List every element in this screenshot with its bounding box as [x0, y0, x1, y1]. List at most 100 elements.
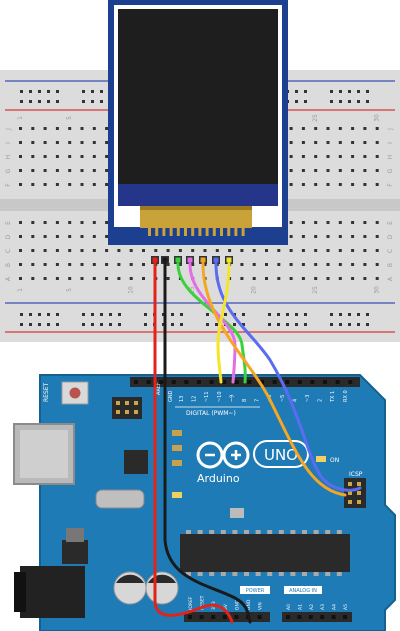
analog-label-bg	[284, 586, 322, 594]
wire-green	[176, 262, 247, 384]
smd-resistor	[172, 460, 182, 466]
arduino-logo: Arduino UNO	[196, 440, 309, 485]
terminal-hole	[289, 155, 293, 158]
terminal-hole	[301, 277, 305, 280]
terminal-hole	[80, 155, 84, 158]
terminal-hole	[31, 263, 35, 266]
column-number: 30	[374, 286, 381, 294]
icsp-pin	[125, 401, 129, 405]
tft-display	[108, 0, 288, 264]
row-letter: E	[387, 221, 394, 225]
chip-pin	[290, 530, 296, 534]
terminal-hole	[265, 249, 268, 252]
terminal-hole	[375, 127, 379, 130]
terminal-hole	[326, 169, 330, 172]
rail-hole	[206, 323, 209, 326]
chip-pin	[302, 572, 307, 576]
chip-pin	[209, 530, 215, 534]
rail-hole	[56, 90, 59, 93]
crystal	[95, 489, 145, 509]
rail-hole	[38, 100, 41, 103]
column-number: 25	[312, 114, 319, 122]
terminal-hole	[338, 221, 342, 224]
terminal-hole	[68, 183, 72, 186]
smd-resistor	[172, 445, 182, 451]
column-number: 25	[312, 286, 319, 294]
digital-pin-label: TX 1	[330, 391, 336, 403]
terminal-hole	[191, 263, 195, 266]
rail-hole	[20, 90, 23, 93]
terminal-hole	[326, 249, 330, 252]
terminal-hole	[301, 263, 305, 266]
rail-hole	[118, 313, 121, 316]
terminal-hole	[289, 221, 293, 224]
terminal-hole	[326, 277, 330, 280]
icsp-header-usb	[112, 397, 142, 419]
rail-hole	[268, 323, 271, 326]
terminal-hole	[203, 263, 207, 266]
icsp-pin	[357, 482, 361, 486]
chip-pin	[232, 572, 238, 576]
terminal-hole	[338, 249, 342, 252]
icsp-pin	[348, 500, 352, 504]
terminal-hole	[19, 155, 22, 158]
chip-pin	[313, 572, 319, 576]
rail-hole	[330, 323, 333, 326]
header-hole	[343, 615, 347, 619]
row-letter: I	[387, 142, 394, 144]
analog-pin-label: A0	[286, 604, 292, 610]
header-hole	[234, 615, 239, 619]
rail-hole	[82, 90, 85, 93]
terminal-hole	[80, 169, 84, 172]
terminal-hole	[314, 183, 318, 186]
rail-hole	[366, 323, 369, 326]
rail-hole	[109, 313, 112, 316]
terminal-hole	[277, 277, 281, 280]
wire-end-blue	[213, 257, 219, 263]
wire-blue	[214, 262, 362, 492]
header-hole	[184, 380, 189, 384]
rail-hole	[348, 313, 351, 316]
terminal-hole	[31, 183, 35, 186]
header-hole	[159, 380, 164, 384]
terminal-hole	[301, 169, 305, 172]
terminal-hole	[351, 235, 355, 238]
terminal-hole	[351, 183, 355, 186]
terminal-hole	[215, 249, 219, 252]
rail-hole	[171, 323, 174, 326]
rail-hole	[82, 323, 85, 326]
terminal-hole	[252, 263, 256, 266]
rail-hole	[233, 323, 236, 326]
rail-hole	[295, 90, 298, 93]
header-hole	[188, 615, 192, 619]
rail-hole	[339, 313, 342, 316]
rail-hole	[215, 323, 218, 326]
header-hole	[197, 380, 201, 384]
terminal-hole	[43, 263, 47, 266]
terminal-hole	[129, 263, 133, 266]
wire-black	[163, 262, 252, 624]
terminal-hole	[363, 263, 367, 266]
terminal-hole	[363, 221, 367, 224]
chip-pin	[336, 530, 342, 534]
column-number: 5	[66, 288, 73, 292]
rail-hole	[100, 100, 103, 103]
chip-pin	[220, 572, 226, 576]
terminal-hole	[43, 141, 47, 144]
rail-hole	[357, 100, 360, 103]
rail-hole	[304, 313, 307, 316]
rail-hole	[29, 323, 32, 326]
reset-button-cap[interactable]	[69, 387, 81, 399]
terminal-hole	[375, 141, 379, 144]
terminal-hole	[154, 249, 158, 252]
aref-label: AREF	[156, 382, 162, 395]
header-hole	[134, 380, 138, 384]
terminal-hole	[326, 155, 330, 158]
terminal-hole	[105, 141, 109, 144]
led-on	[316, 456, 326, 462]
terminal-hole	[338, 235, 342, 238]
rail-hole	[47, 100, 50, 103]
chip-pin	[220, 530, 226, 534]
header-hole	[331, 615, 336, 619]
